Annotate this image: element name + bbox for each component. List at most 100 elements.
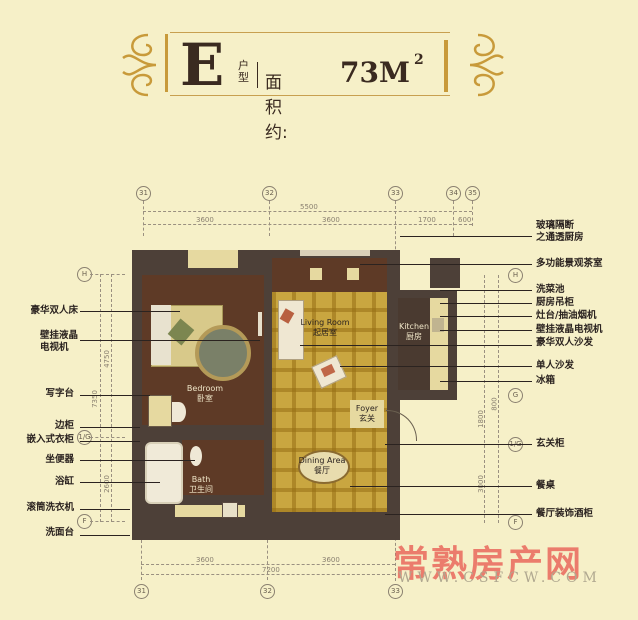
dim-line <box>100 274 101 522</box>
watermark-url: WWW.CSFCW.COM <box>398 570 602 586</box>
callout-fridge: 冰箱 <box>536 375 556 386</box>
bed-pillows <box>151 305 171 365</box>
dim-line <box>143 224 472 225</box>
kitchen-label-en: Kitchen <box>398 322 430 331</box>
leader-line <box>385 514 532 515</box>
dim-line <box>484 275 485 523</box>
leader-line <box>440 381 532 382</box>
title-divider <box>257 62 258 88</box>
axis-bottom-31: 31 <box>134 584 149 599</box>
dim-line <box>498 275 499 523</box>
leader-line <box>440 290 532 291</box>
banner-bar-right <box>444 40 448 92</box>
bath-label-cn: 卫生间 <box>189 485 213 494</box>
kitchen-label-cn: 厨房 <box>406 332 422 341</box>
foyer-label-cn: 玄关 <box>359 414 375 423</box>
callout-washing-machine: 滚筒洗衣机 <box>26 502 74 513</box>
tea-chair-2 <box>347 268 359 280</box>
stove <box>432 318 444 332</box>
leader-line <box>80 427 140 428</box>
callout-vanity: 洗面台 <box>45 527 74 538</box>
axis-line <box>472 201 473 226</box>
axis-top-32: 32 <box>262 186 277 201</box>
callout-wall-tv-right: 壁挂液晶电视机 <box>536 324 603 335</box>
axis-right-H: H <box>508 268 523 283</box>
dim-top-total: 5500 <box>300 203 318 211</box>
callout-single-sofa: 单人沙发 <box>536 360 575 371</box>
callout-kitchen-cabinet: 厨房吊柜 <box>536 297 575 308</box>
foyer-floor <box>350 400 384 428</box>
callout-double-sofa: 豪华双人沙发 <box>536 337 594 348</box>
axis-right-F: F <box>508 515 523 530</box>
tea-chair-1 <box>310 268 322 280</box>
dim-line <box>141 564 395 565</box>
dim-top-seg-2: 3600 <box>322 216 340 224</box>
axis-line <box>267 540 268 580</box>
callout-desk: 写字台 <box>45 388 74 399</box>
axis-right-G: G <box>508 388 523 403</box>
axis-line <box>90 274 125 275</box>
leader-line <box>400 236 532 237</box>
axis-line <box>90 521 125 522</box>
callout-wall-tv-left: 壁挂液晶 电视机 <box>40 330 79 353</box>
area-superscript: 2 <box>414 52 424 68</box>
leader-line <box>80 482 160 483</box>
callout-stove-hood: 灶台/抽油烟机 <box>536 310 597 321</box>
column-kitchen <box>430 258 460 288</box>
dim-bottom-total: 7200 <box>262 566 280 574</box>
leader-line <box>300 345 532 346</box>
double-sofa <box>278 300 304 360</box>
callout-bathtub: 浴缸 <box>54 476 74 487</box>
desk <box>148 395 172 427</box>
dim-right-seg-3: 3000 <box>476 475 485 493</box>
leader-line <box>80 535 130 536</box>
dim-left-seg-1: 4750 <box>102 350 111 368</box>
axis-bottom-33: 33 <box>388 584 403 599</box>
dim-line <box>141 574 395 575</box>
leader-line <box>440 303 532 304</box>
unit-letter: E <box>180 31 225 99</box>
bedroom-label: Bedroom 卧室 <box>175 384 235 404</box>
living-label-en: Living Room <box>300 318 350 327</box>
bathtub <box>145 442 183 504</box>
leader-line <box>350 486 532 487</box>
dining-label-en: Dining Area <box>298 456 346 465</box>
axis-line <box>269 201 270 236</box>
dim-right-seg-2: 1800 <box>476 410 485 428</box>
dim-right-seg-1: 800 <box>490 397 499 411</box>
leader-line <box>80 509 130 510</box>
axis-line <box>143 201 144 236</box>
axis-line <box>453 201 454 236</box>
callout-double-bed: 豪华双人床 <box>30 305 78 316</box>
dining-label-cn: 餐厅 <box>314 466 330 475</box>
axis-top-35: 35 <box>465 186 480 201</box>
callout-tea-room: 多功能景观茶室 <box>536 258 603 269</box>
living-label-cn: 起居室 <box>313 328 337 337</box>
dim-left-total: 7350 <box>90 390 99 408</box>
watermark-cn: 常熟房产网 <box>393 544 584 585</box>
axis-line <box>141 540 142 580</box>
toilet-bedroom-side <box>172 402 186 422</box>
area-label: 面积约: <box>265 73 288 143</box>
area-value: 73M <box>340 56 410 89</box>
dim-bottom-seg-1: 3600 <box>196 556 214 564</box>
round-rug <box>195 325 251 381</box>
bath-label: Bath 卫生间 <box>184 475 218 495</box>
axis-top-34: 34 <box>446 186 461 201</box>
kitchen-floor <box>398 298 430 390</box>
leader-line <box>385 444 532 445</box>
leader-line <box>80 311 180 312</box>
callout-foyer-cabinet: 玄关柜 <box>536 438 565 449</box>
axis-bottom-32: 32 <box>260 584 275 599</box>
dim-left-seg-2: 2600 <box>102 475 111 493</box>
foyer-label: Foyer 玄关 <box>350 404 384 424</box>
kitchen-label: Kitchen 厨房 <box>396 322 432 342</box>
callout-built-in-wardrobe: 嵌入式衣柜 <box>26 434 74 445</box>
dim-bottom-seg-2: 3600 <box>322 556 340 564</box>
washing-machine <box>222 502 238 518</box>
leader-line <box>80 441 140 442</box>
dim-line <box>143 211 472 212</box>
leader-line <box>440 316 532 317</box>
callout-glass-partition-kitchen: 玻璃隔断 之通透厨房 <box>536 220 584 243</box>
axis-top-33: 33 <box>388 186 403 201</box>
